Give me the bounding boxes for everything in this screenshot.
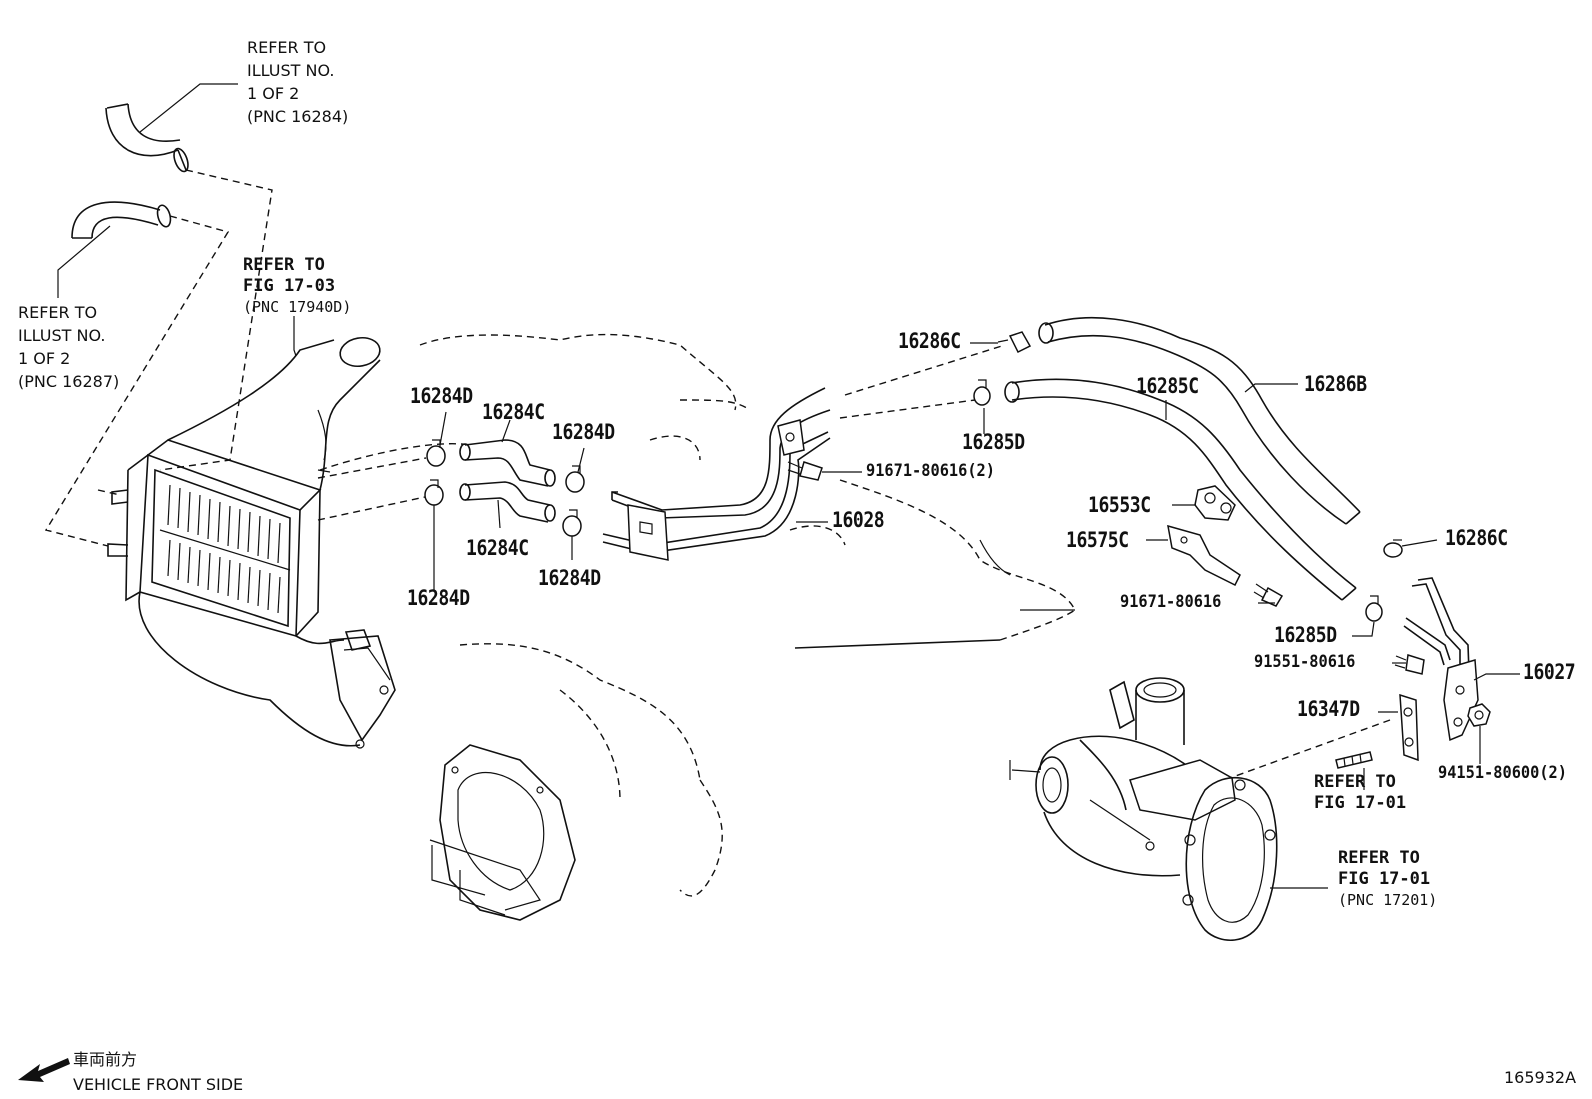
part-label-16284C-b[interactable]: 16284C bbox=[466, 536, 529, 560]
nut-94151-80600-2 bbox=[1467, 703, 1491, 727]
dashed-pipe-16285D bbox=[839, 399, 976, 419]
hose-16285C bbox=[1004, 378, 1357, 601]
turbocharger bbox=[1009, 677, 1278, 942]
dashed-pipe-16286C bbox=[844, 344, 1006, 396]
bolt-label-91671-80616-2[interactable]: 91671-80616(2) bbox=[866, 461, 995, 481]
bolt-91671-80616-2 bbox=[787, 461, 823, 481]
part-label-16284D-b[interactable]: 16284D bbox=[552, 420, 615, 444]
note-refer-fig-17-03-pnc: (PNC 17940D) bbox=[243, 298, 352, 316]
note-refer-illust-16284: REFER TO ILLUST NO. 1 OF 2 (PNC 16284) bbox=[247, 38, 349, 126]
leader-16286B bbox=[1244, 383, 1298, 393]
dashed-route-mid bbox=[97, 489, 121, 496]
part-label-16285D-top[interactable]: 16285D bbox=[962, 430, 1025, 454]
part-label-16575C[interactable]: 16575C bbox=[1066, 528, 1129, 552]
figure-code: 165932A bbox=[1504, 1068, 1577, 1087]
dashed-route-inner bbox=[44, 215, 230, 547]
dashed-ic-hose-upper bbox=[317, 457, 427, 479]
hose-16284C-lower bbox=[459, 481, 556, 523]
part-label-16284D-d[interactable]: 16284D bbox=[538, 566, 601, 590]
bolt-label-91551-80616[interactable]: 91551-80616 bbox=[1254, 652, 1356, 672]
leader-16286C-right bbox=[1401, 539, 1438, 547]
direction-label-en: VEHICLE FRONT SIDE bbox=[73, 1075, 244, 1094]
dashed-route-outer bbox=[159, 169, 273, 471]
direction-label-jp: 車両前方 bbox=[73, 1050, 138, 1069]
engine-outline bbox=[319, 333, 1076, 897]
bolt-label-91671-80616[interactable]: 91671-80616 bbox=[1120, 592, 1222, 612]
hose-16286B bbox=[1038, 316, 1361, 525]
part-label-16285D-bottom[interactable]: 16285D bbox=[1274, 623, 1337, 647]
dashed-ic-hose-lower bbox=[317, 496, 426, 521]
note-refer-fig-17-01-b-line1: REFER TO bbox=[1338, 848, 1420, 868]
bracket-16575C bbox=[1167, 524, 1241, 587]
gasket-16347D bbox=[1399, 693, 1419, 762]
part-label-16553C[interactable]: 16553C bbox=[1088, 493, 1151, 517]
hose-16284C-upper bbox=[459, 439, 556, 487]
part-label-16286C-right[interactable]: 16286C bbox=[1445, 526, 1508, 550]
leader-16027 bbox=[1473, 673, 1520, 681]
leader-refer-16287 bbox=[57, 225, 111, 298]
leader-16284C-a bbox=[501, 419, 511, 443]
clamp-16553C bbox=[1194, 485, 1236, 521]
note-refer-illust-16287: REFER TO ILLUST NO. 1 OF 2 (PNC 16287) bbox=[18, 303, 120, 391]
bolt-91551-80616 bbox=[1394, 654, 1425, 675]
note-refer-fig-17-03: REFER TO FIG 17-03 (PNC 17940D) bbox=[243, 255, 351, 318]
note-refer-fig-17-03-line1: REFER TO bbox=[243, 255, 325, 275]
part-label-16347D[interactable]: 16347D bbox=[1297, 697, 1360, 721]
part-label-16286B[interactable]: 16286B bbox=[1304, 372, 1367, 396]
pipe-16028 bbox=[602, 387, 831, 561]
bolt-91671-80616 bbox=[1253, 583, 1284, 607]
part-label-16028[interactable]: 16028 bbox=[832, 508, 885, 532]
bolt-label-94151-80600-2[interactable]: 94151-80600(2) bbox=[1438, 763, 1567, 783]
leader-16285D-bottom bbox=[1352, 621, 1375, 637]
front-direction-arrow-icon bbox=[18, 1058, 70, 1082]
part-label-16284D-a[interactable]: 16284D bbox=[410, 384, 473, 408]
stud-bolt bbox=[1335, 751, 1373, 769]
leader-16284D-b bbox=[577, 447, 585, 473]
leader-16284D-a bbox=[439, 411, 447, 446]
note-refer-fig-17-01-b-pnc: (PNC 17201) bbox=[1338, 891, 1438, 909]
part-label-16027[interactable]: 16027 bbox=[1523, 660, 1576, 684]
note-refer-fig-17-01-b: REFER TO FIG 17-01 (PNC 17201) bbox=[1338, 848, 1437, 911]
note-refer-fig-17-01-b-line2: FIG 17-01 bbox=[1338, 869, 1431, 889]
pipe-16027 bbox=[1403, 577, 1479, 742]
clips-16286C-16285D bbox=[973, 331, 1403, 622]
part-label-16284C-a[interactable]: 16284C bbox=[482, 400, 545, 424]
leader-refer-17-03 bbox=[293, 316, 297, 357]
note-refer-fig-17-01-a: REFER TO FIG 17-01 bbox=[1314, 772, 1407, 813]
part-label-16286C-top[interactable]: 16286C bbox=[898, 329, 961, 353]
throttle-body bbox=[429, 744, 576, 921]
intercooler bbox=[107, 336, 396, 749]
part-label-16285C[interactable]: 16285C bbox=[1136, 374, 1199, 398]
note-refer-fig-17-03-line2: FIG 17-03 bbox=[243, 276, 336, 296]
clips-16284D bbox=[424, 439, 585, 537]
leader-16284C-b bbox=[497, 499, 501, 529]
part-label-16284D-c[interactable]: 16284D bbox=[407, 586, 470, 610]
hose-refer-16287 bbox=[71, 201, 172, 239]
leader-refer-16284 bbox=[139, 83, 238, 133]
dashed-gasket-turbo bbox=[1229, 719, 1391, 779]
hose-refer-16284 bbox=[105, 103, 189, 173]
